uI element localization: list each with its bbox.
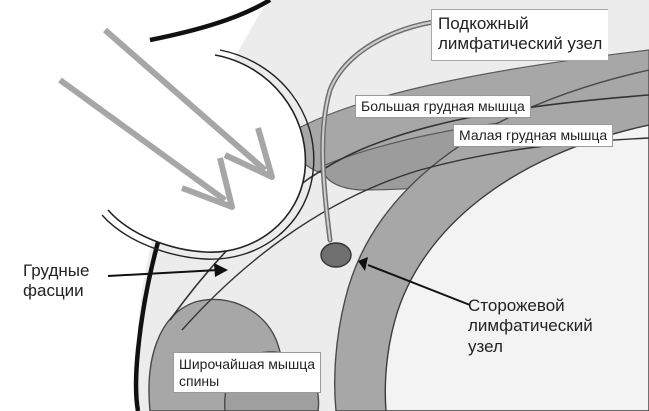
subcutaneous-node-label-line2: лимфатический узел — [438, 34, 602, 54]
sentinel-node-label-line2: лимфатический — [468, 316, 593, 336]
sentinel-node-label: Сторожевой лимфатический узел — [468, 296, 593, 357]
sentinel-node-label-line3: узел — [468, 337, 593, 357]
pectoralis-minor-label: Малая грудная мышца — [453, 124, 613, 147]
latissimus-label: Широчайшая мышца спины — [173, 352, 321, 393]
fascia-label: Грудные фасции — [23, 261, 89, 302]
latissimus-label-line1: Широчайшая мышца — [179, 356, 315, 373]
latissimus-label-line2: спины — [179, 373, 315, 390]
subcutaneous-node-label: Подкожный лимфатический узел — [431, 9, 608, 61]
pectoralis-major-label: Большая грудная мышца — [355, 95, 531, 118]
fascia-label-line2: фасции — [23, 281, 89, 301]
subcutaneous-node-label-line1: Подкожный — [438, 14, 602, 34]
sentinel-node-label-line1: Сторожевой — [468, 296, 593, 316]
fascia-label-line1: Грудные — [23, 261, 89, 281]
sentinel-lymph-node — [321, 243, 351, 267]
